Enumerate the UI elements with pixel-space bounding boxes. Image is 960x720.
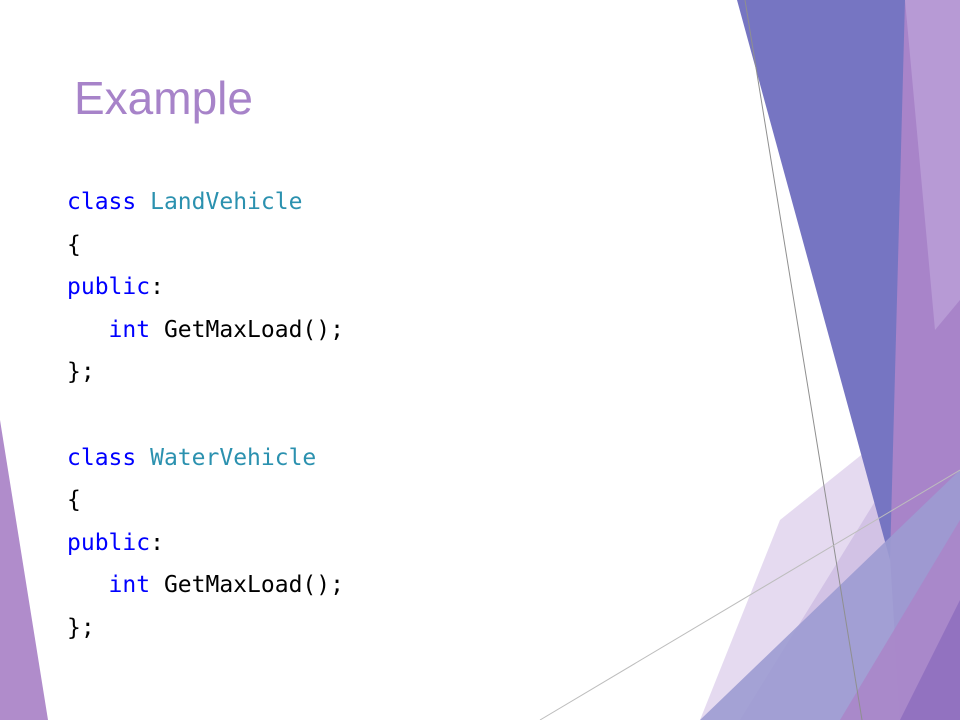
right-indigo-shape — [737, 0, 905, 560]
code-line: int GetMaxLoad(); — [67, 564, 344, 607]
left-edge-shape — [0, 420, 48, 720]
code-line: public: — [67, 522, 344, 565]
code-token-keyword: int — [108, 572, 151, 599]
code-line: }; — [67, 351, 344, 394]
code-token-type: WaterVehicle — [150, 444, 317, 471]
code-token-plain — [67, 317, 109, 343]
code-token-plain: : — [150, 529, 164, 556]
code-line: int GetMaxLoad(); — [67, 309, 344, 352]
code-token-plain: : — [150, 274, 164, 301]
code-token-keyword: int — [108, 316, 151, 343]
code-token-plain: GetMaxLoad(); — [150, 316, 344, 343]
code-token-type: LandVehicle — [150, 189, 303, 215]
code-token-plain: { — [67, 487, 81, 514]
code-token-plain: }; — [67, 614, 95, 641]
bottom-dark-shape — [900, 600, 960, 720]
code-token-keyword: class — [67, 189, 137, 215]
code-line: }; — [67, 607, 344, 650]
code-line: public: — [67, 266, 344, 309]
code-token-plain — [136, 445, 150, 471]
code-block: class LandVehicle { public: int GetMaxLoad… — [67, 181, 344, 650]
code-line: class WaterVehicle — [67, 437, 344, 480]
thin-line-diagonal — [744, 0, 863, 720]
code-token-plain — [67, 572, 109, 598]
code-token-plain — [136, 189, 150, 215]
slide-title: Example — [74, 72, 253, 124]
right-purple-band — [905, 0, 960, 330]
code-line: class LandVehicle — [67, 181, 344, 224]
code-token-keyword: class — [67, 444, 137, 471]
code-token-keyword: public — [67, 529, 151, 556]
code-token-plain: }; — [67, 359, 95, 386]
code-line — [67, 394, 344, 437]
code-token-plain: { — [67, 231, 81, 258]
code-token-plain: GetMaxLoad(); — [150, 572, 344, 599]
code-line: { — [67, 479, 344, 522]
thin-line-bottom — [539, 469, 960, 720]
code-line: { — [67, 224, 344, 267]
code-token-keyword: public — [67, 274, 151, 301]
